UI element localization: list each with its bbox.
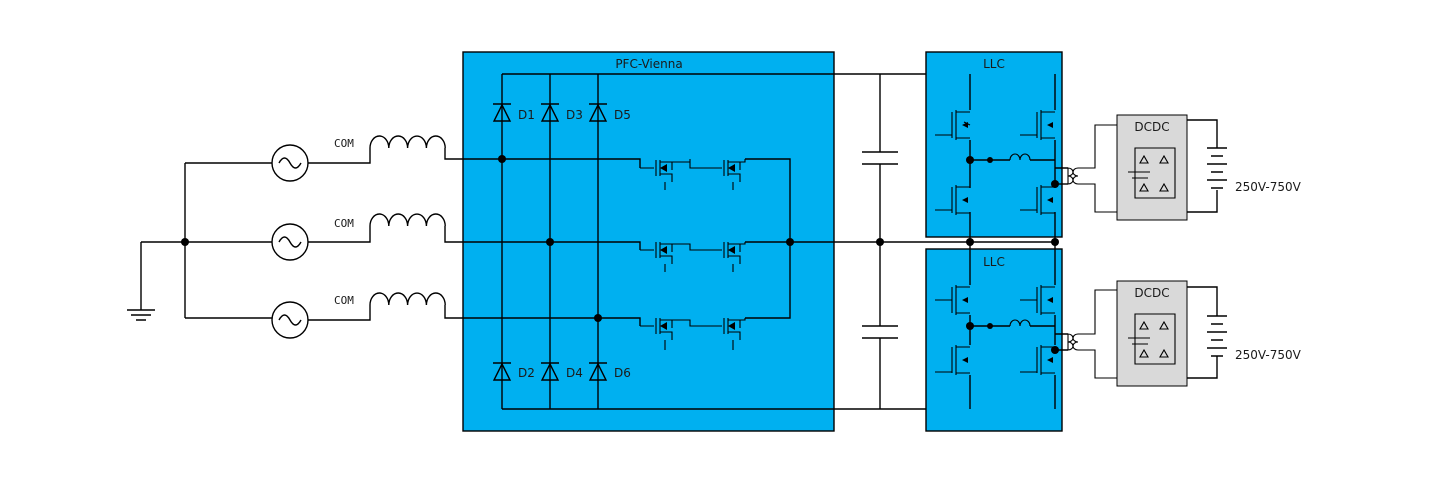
junction [594,314,602,322]
dc-negative-rail [501,159,926,410]
mosfet-icon [640,318,746,350]
junction [786,238,794,246]
diode-label-d2: D2 [518,366,535,380]
battery-icon [1187,119,1227,213]
phase-wires [308,148,371,321]
inductor-label-1: COM [334,137,354,150]
junction [1051,346,1059,354]
junction [966,156,974,164]
neutral-junction [181,238,189,246]
capacitor-icon [862,325,898,339]
dcdc-bottom-label: DCDC [1134,286,1169,300]
junction [876,238,884,246]
inductor-icon [369,292,598,319]
mosfet-icon [935,285,1055,375]
llc-bottom-resonant-inductor [1009,319,1031,327]
junction [987,323,993,329]
ac-source-icon [271,223,309,261]
battery-icon [1187,286,1227,379]
ac-source-icon [271,301,309,339]
diode-label-d3: D3 [566,108,583,122]
inductor-label-3: COM [334,294,354,307]
diode-icon [492,103,512,122]
diode-label-d1: D1 [518,108,535,122]
neutral-wire [141,162,272,319]
llc-bottom-label: LLC [983,255,1005,269]
switch-branch-wires [502,158,926,326]
llc-top-block [925,51,1063,238]
transformer-icon [1067,289,1117,379]
diode-label-d4: D4 [566,366,583,380]
inductor-icon [369,213,550,243]
inductor-label-2: COM [334,217,354,230]
junction [498,155,506,163]
dcdc-top-label: DCDC [1134,120,1169,134]
mosfet-icon [640,242,746,272]
diode-label-d5: D5 [614,108,631,122]
junction [966,322,974,330]
dcdc-top-rectifier [1128,147,1176,199]
llc-top-label: LLC [983,57,1005,71]
diode-icon [588,362,608,381]
junction [546,238,554,246]
dc-positive-rail [501,73,926,318]
output-voltage-top: 250V-750V [1235,180,1302,194]
dcdc-bottom-rectifier [1128,313,1176,365]
diode-icon [540,362,560,381]
mosfet-icon [640,159,746,190]
diode-icon [492,362,512,381]
mosfet-icon [935,110,1055,215]
capacitor-icon [862,151,898,165]
pfc-vienna-label: PFC-Vienna [615,57,682,71]
diode-icon [588,103,608,122]
diode-icon [540,103,560,122]
ac-source-icon [271,144,309,182]
llc-top-resonant-inductor [1009,153,1031,161]
output-voltage-bottom: 250V-750V [1235,348,1302,362]
inductor-icon [369,135,500,160]
transformer-icon [1067,124,1117,213]
diode-label-d6: D6 [614,366,631,380]
junction [987,157,993,163]
junction [1051,180,1059,188]
llc-bottom-block [925,248,1063,432]
ground-icon [127,242,155,321]
